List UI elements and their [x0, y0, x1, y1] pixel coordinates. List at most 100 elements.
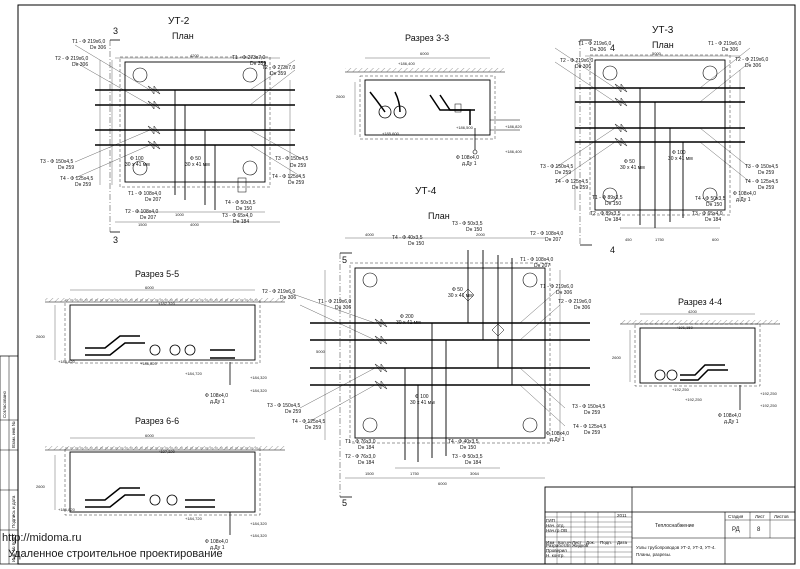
sec33-label-drain: Ф 108х4,0 [456, 155, 479, 161]
ut3-label-d306d: Dн 306 [745, 63, 762, 69]
ut2-label-t4-50: Т4 - Ф 50х3,5 [225, 200, 256, 206]
ut4-label-t1-219: Т1 - Ф 219х6,0 [318, 299, 352, 305]
sec55-dim-2600: 2600 [36, 334, 45, 339]
section-mark-4-bottom: 4 [610, 245, 616, 255]
ut3-label-d306c: Dн 306 [722, 47, 739, 53]
sec66-level-1: +187,320 [158, 449, 175, 454]
sec33-level-1: +186,400 [398, 61, 415, 66]
ut2-label-t1-219: Т1 - Ф 219х6,0 [72, 39, 106, 45]
ut2-label-t3-65: Т3 - Ф 65х4,0 [222, 213, 253, 219]
ut4-label-d150a: Dн 150 [466, 227, 483, 233]
stamp-sheet-number: 8 [757, 527, 761, 533]
ut4-label-d259b: Dн 259 [305, 425, 322, 431]
ut4-label-d306b: Dн 306 [335, 305, 352, 311]
ut2-label-ch2: 30 х 41 мм [185, 162, 210, 168]
ut4-label-t2-219: Т2 - Ф 219х6,0 [262, 289, 296, 295]
sec44-level-4: +192,250 [760, 391, 777, 396]
sec55-level-3: +186,820 [140, 361, 157, 366]
stamp-col-change: Изм [546, 540, 555, 545]
ut3-label-t2-219r: Т2 - Ф 219х6,0 [735, 57, 769, 63]
ut4-label-t4-125: Т4 - Ф 125х4,5 [292, 419, 326, 425]
stamp-desc-1: Узлы трубопроводов УТ-2, УТ-3, УТ-4. [636, 545, 716, 550]
ut4-label-f100: Ф 100 [415, 394, 429, 400]
ut2-label-t2-108: Т2 - Ф 108х4,0 [125, 209, 159, 215]
sheet-frame [17, 4, 796, 565]
ut3-label-dn: д.Ду 1 [736, 197, 751, 203]
side-strip [0, 355, 19, 565]
ut3-label-ch2: 30 х 41 мм [620, 165, 645, 171]
stamp-col-doc: Док. [586, 540, 595, 545]
ut3-label-t3-150: Т3 - Ф 150х4,5 [540, 164, 574, 170]
ut4-label-d184b: Dн 184 [358, 460, 375, 466]
ut4-label-d207b: Dн 207 [534, 263, 551, 269]
ut4-label-d150c: Dн 150 [460, 445, 477, 451]
section-5-5-title: Разрез 5-5 [135, 269, 180, 279]
side-label-signature: Подпись и дата [11, 495, 16, 528]
sec66-level-3: +184,720 [185, 516, 202, 521]
ut4-label-t3-150: Т3 - Ф 150х4,5 [267, 403, 301, 409]
ut2-label-t3-150r: Т3 - Ф 150х4,5 [275, 156, 309, 162]
sec44-level-1: +191,150 [676, 325, 693, 330]
ut2-label-d259c: Dн 259 [290, 163, 307, 169]
ut4-plan [289, 237, 590, 498]
ut2-label-d207b: Dн 207 [140, 215, 157, 221]
ut4-dim-1750: 1750 [410, 471, 419, 476]
ut4-title: УТ-4 [415, 186, 437, 197]
watermark-url[interactable]: http://midoma.ru [2, 532, 82, 544]
ut2-label-d306b: Dн 306 [72, 62, 89, 68]
ut4-label-ch3: 30 х 41 мм [410, 400, 435, 406]
ut4-label-t4-125r: Т4 - Ф 125х4,5 [573, 424, 607, 430]
stamp-desc-2: Планы, разрезы. [636, 552, 672, 557]
sec66-label-drain: Ф 108х4,0 [205, 539, 228, 545]
section-3-3-title: Разрез 3-3 [405, 33, 450, 43]
ut4-label-t3-50: Т3 - Ф 50х3,5 [452, 221, 483, 227]
stamp-developer-name: Жидков [572, 543, 589, 548]
ut4-label-dn: д.Ду 1 [550, 437, 565, 443]
ut3-label-t4-125: Т4 - Ф 125х4,5 [555, 179, 589, 185]
ut2-label-t4-125r: Т4 - Ф 125х4,5 [272, 174, 306, 180]
ut3-label-d259a: Dн 259 [555, 170, 572, 176]
ut3-label-t2-219: Т2 - Ф 219х6,0 [560, 58, 594, 64]
ut2-label-ch: 30 х 41 мм [125, 162, 150, 168]
sec44-level-5: +192,250 [760, 403, 777, 408]
ut3-label-t4-50: Т4 - Ф 50х3,5 [695, 196, 726, 202]
section-3-3 [345, 57, 520, 155]
section-6-6 [45, 437, 285, 535]
ut4-label-f200: Ф 200 [400, 314, 414, 320]
ut4-label-d184c: Dн 184 [465, 460, 482, 466]
ut2-label-d207a: Dн 207 [145, 197, 162, 203]
ut2-plan-label: План [172, 31, 194, 41]
ut3-dim-1750: 1750 [655, 237, 664, 242]
ut4-plan-label: План [428, 211, 450, 221]
stamp-col-qty: Кол.уч [558, 540, 572, 545]
ut4-label-ch: 30 х 41 мм [448, 293, 473, 299]
sec66-level-5: +184,320 [250, 533, 267, 538]
stamp-col-sheet: Лист [572, 540, 582, 545]
section-4-4-title: Разрез 4-4 [678, 297, 723, 307]
sec44-dim-4200: 4200 [688, 309, 697, 314]
ut2-label-d306a: Dн 306 [90, 45, 107, 51]
ut4-label-d184a: Dн 184 [358, 445, 375, 451]
ut2-label-d150: Dн 150 [236, 206, 253, 212]
ut2-dim-1000: 1000 [175, 212, 184, 217]
stamp-project: Теплоснабжение [655, 523, 695, 529]
ut4-label-d150b: Dн 150 [408, 241, 425, 247]
ut3-label-t3-65: Т3 - Ф 65х4,0 [692, 211, 723, 217]
sec55-label-dn: д.Ду 1 [210, 399, 225, 405]
sec44-label-drain: Ф 108х4,0 [718, 413, 741, 419]
ut2-dim-1015: 1500 [138, 222, 147, 227]
section-mark-3-bottom: 3 [113, 235, 119, 245]
sec66-dim-6000: 6000 [145, 433, 154, 438]
ut4-label-d259d: Dн 259 [584, 430, 601, 436]
ut4-dim-5000: 5000 [316, 349, 325, 354]
ut2-dim-4200: 4200 [190, 53, 199, 58]
ut2-plan [74, 39, 301, 233]
title-block [544, 486, 796, 565]
ut3-label-d184a: Dн 184 [605, 217, 622, 223]
sec66-level-2: +186,820 [58, 507, 75, 512]
side-label-approved: Согласовано [2, 390, 7, 418]
ut4-label-t2-76: Т2 - Ф 76х3,0 [345, 454, 376, 460]
ut2-dim-4000: 4000 [190, 222, 199, 227]
ut4-label-ch2: 30 х 41 мм [396, 320, 421, 326]
ut4-label-d259a: Dн 259 [285, 409, 302, 415]
